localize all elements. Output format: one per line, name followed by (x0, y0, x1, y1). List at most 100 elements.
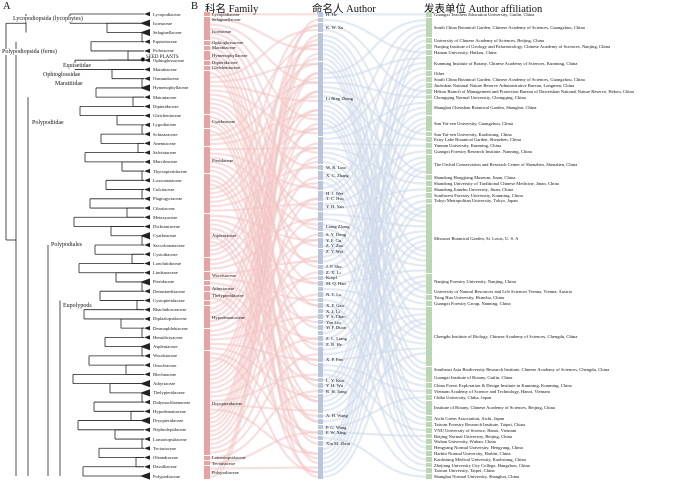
author-affiliation-link (322, 33, 427, 253)
collapsed-clade-marker (144, 307, 150, 312)
author-label: S. Y. Dong (326, 232, 346, 238)
author-node (318, 388, 323, 394)
affiliation-label: Other (434, 71, 445, 77)
affiliation-node (426, 366, 432, 372)
panel-b-label: B (191, 1, 199, 12)
tree-tip-label: Matoniaceae (153, 94, 177, 100)
author-node (318, 12, 323, 17)
affiliation-node (426, 289, 432, 295)
tree-tip-label: Onocleaceae (153, 362, 177, 368)
tree-tip-label: Cibotiaceae (153, 205, 175, 211)
collapsed-clade-marker (144, 436, 150, 442)
affiliation-node (426, 181, 432, 186)
family-label: Isoetaceae (212, 28, 232, 34)
author-node (318, 325, 323, 330)
family-author-link (209, 293, 319, 394)
family-author-link (209, 276, 319, 337)
affiliation-label: Southwest Forestry University, Kunming, … (434, 192, 523, 198)
family-label: Hymenophyllaceae (212, 52, 248, 58)
affiliation-node (426, 55, 432, 71)
family-node (204, 173, 210, 213)
family-node (204, 65, 210, 71)
affiliation-label: Harbin Normal University, Harbin, China (434, 450, 511, 456)
affiliation-node (426, 198, 432, 204)
family-author-link (209, 342, 319, 361)
author-affiliation-link (322, 287, 427, 311)
author-node (318, 180, 323, 191)
author-node (318, 330, 323, 336)
collapsed-clade-marker (144, 196, 150, 201)
family-label: Athyriaceae (212, 285, 235, 291)
affiliation-node (426, 295, 432, 301)
author-node (318, 170, 323, 180)
author-label: H. He (326, 11, 337, 17)
author-node (318, 377, 323, 383)
author-node (318, 17, 323, 23)
family-header: 科名 Family (205, 4, 259, 15)
affiliation-node (426, 94, 432, 100)
author-node (318, 286, 323, 292)
affiliation-node (426, 148, 432, 154)
author-affiliation-link (322, 72, 427, 258)
author-label: Xin M. Zhou (326, 441, 351, 447)
affiliation-label: Wuhan University, Wuhan, China (434, 439, 496, 445)
author-node (318, 435, 323, 441)
family-node (204, 22, 210, 40)
author-node (318, 232, 323, 237)
tree-tip-label: Nephrolepidaceae (153, 427, 187, 433)
author-label: Kropf (326, 275, 337, 281)
author-node (318, 319, 323, 325)
tree-tip-label: Lonchitidaceae (153, 260, 182, 266)
author-label: Y. H. Yan (326, 204, 344, 210)
collapsed-clade-marker (144, 289, 150, 294)
author-affiliation-link (322, 45, 427, 382)
collapsed-clade-marker (140, 416, 150, 425)
author-node (318, 314, 323, 319)
author-affiliation-link (322, 111, 427, 263)
tree-tip-label: Psilotaceae (153, 48, 174, 54)
author-node (318, 394, 323, 413)
collapsed-clade-marker (144, 94, 150, 100)
family-author-link (209, 296, 319, 455)
family-node (204, 70, 210, 115)
author-node (318, 357, 323, 363)
affiliation-node (426, 468, 432, 474)
family-author-link (209, 255, 319, 390)
collapsed-clade-marker (140, 389, 150, 397)
author-affiliation-link (322, 122, 427, 393)
collapsed-clade-marker (144, 122, 150, 128)
family-label: Woodsiaceae (212, 273, 237, 279)
tree-tip-label: Aspleniaceae (153, 344, 178, 350)
author-node (318, 275, 323, 281)
tree-tip-label: Woodsiaceae (153, 353, 178, 359)
author-node (318, 441, 323, 446)
family-label: Aspleniaceae (212, 232, 237, 238)
affiliation-node (426, 445, 432, 451)
family-label: Thelypteridaceae (212, 293, 244, 299)
tree-tip-label: Equisetaceae (153, 39, 177, 45)
affiliation-node (426, 192, 432, 198)
affiliation-label: Guangxi Forestry Group, Nanning, China (434, 301, 511, 307)
affiliation-node (426, 273, 432, 289)
collapsed-clade-marker (144, 325, 150, 331)
author-node (318, 196, 323, 202)
affiliation-label: Kaohsiung Medical University, Kaohsiung,… (434, 456, 526, 462)
affiliation-node (426, 115, 432, 131)
collapsed-clade-marker (140, 472, 150, 480)
collapsed-clade-marker (144, 131, 150, 137)
affiliation-header: 发表单位 Author affiliation (424, 4, 543, 15)
collapsed-clade-marker (144, 455, 150, 460)
collapsed-clade-marker (140, 380, 150, 388)
affiliation-label: Guangxi Forestry Research Institute, Nan… (434, 148, 532, 154)
author-label: Z. Y. Wei (326, 248, 344, 254)
tree-tip-label: Cyatheaceae (153, 233, 177, 239)
affiliation-node (426, 456, 432, 462)
family-label: Marattiaceae (212, 45, 236, 51)
family-author-link (209, 233, 319, 441)
author-node (318, 254, 323, 264)
author-node (318, 243, 323, 249)
family-node (204, 40, 210, 45)
family-node (204, 147, 210, 173)
tree-tip-label: Athyriaceae (153, 381, 176, 387)
affiliation-node (426, 439, 432, 445)
